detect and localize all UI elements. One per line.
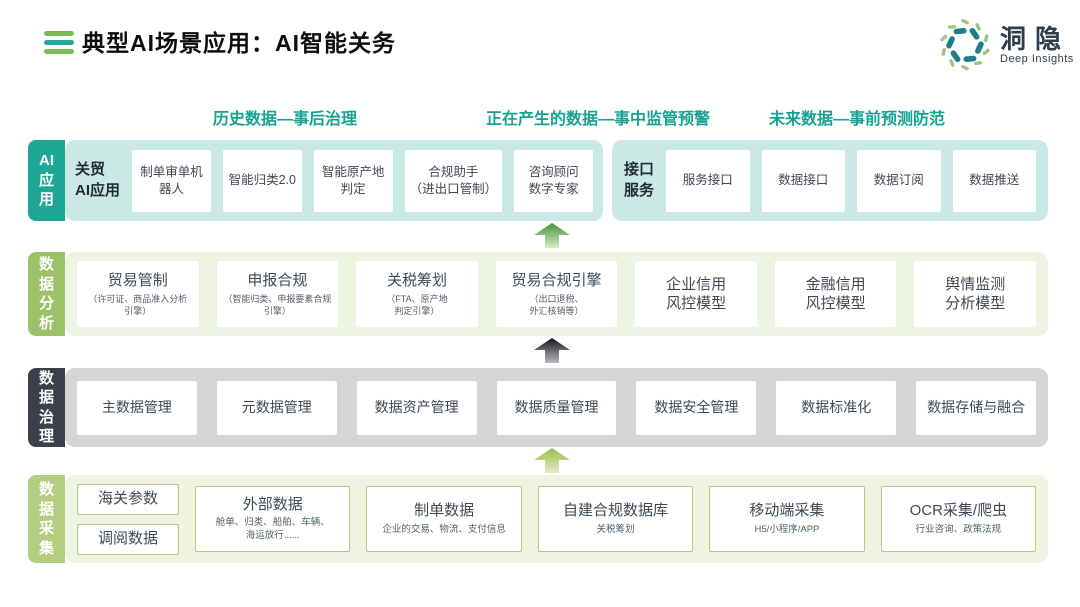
- box-data-standardization: 数据标准化: [776, 380, 897, 435]
- box-master-data-mgmt: 主数据管理: [77, 380, 197, 435]
- arrow-up-green-icon: [534, 223, 570, 248]
- logo-swirl-icon: [940, 19, 990, 71]
- box-document-data: 制单数据 企业的交易、物流、支付信息: [366, 486, 522, 552]
- row-ai-application: AI 应 用 关贸 AI应用 制单审单机 器人 智能归类2.0 智能原产地 判定…: [28, 140, 1048, 221]
- box-customs-parameters: 海关参数: [77, 483, 179, 515]
- group-customs-ai: 关贸 AI应用 制单审单机 器人 智能归类2.0 智能原产地 判定 合规助手 （…: [65, 140, 603, 221]
- box-smart-classification: 智能归类2.0: [222, 149, 302, 212]
- row-tab-data-collection: 数 据 采 集: [28, 475, 65, 563]
- box-data-quality-mgmt: 数据质量管理: [496, 380, 617, 435]
- brand-name: 洞隐: [1000, 23, 1071, 54]
- box-external-data: 外部数据 舱单、归类、船舶、车辆、 海运放行......: [195, 486, 351, 552]
- box-origin-determination: 智能原产地 判定: [313, 149, 393, 212]
- group-interface-services: 接口 服务 服务接口 数据接口 数据订阅 数据推送: [612, 140, 1048, 221]
- box-data-storage-fusion: 数据存储与融合: [916, 380, 1037, 435]
- box-data-security-mgmt: 数据安全管理: [636, 380, 757, 435]
- row-data-collection: 数 据 采 集 海关参数 调阅数据 外部数据 舱单、归类、船舶、车辆、 海运放行…: [28, 475, 1048, 563]
- page-title: 典型AI场景应用：AI智能关务: [82, 30, 396, 56]
- box-data-push: 数据推送: [952, 149, 1037, 212]
- arrow-up-dark-icon: [534, 338, 570, 363]
- timeline-header-realtime: 正在产生的数据—事中监管预警: [485, 111, 710, 128]
- box-sentiment-monitoring-model: 舆情监测 分析模型: [914, 261, 1037, 327]
- box-trade-compliance-engine: 贸易合规引擎 （出口退税、 外汇核销等）: [495, 261, 618, 327]
- box-metadata-mgmt: 元数据管理: [216, 380, 337, 435]
- box-mobile-collection: 移动端采集 H5/小程序/APP: [709, 486, 865, 552]
- box-digital-consultant: 咨询顾问 数字专家: [514, 149, 594, 212]
- brand-logo: 洞隐 Deep Insights: [938, 18, 1074, 72]
- row-tab-data-governance: 数 据 治 理: [28, 368, 65, 447]
- box-retrieved-data: 调阅数据: [77, 523, 179, 555]
- brand-subtitle: Deep Insights: [1000, 53, 1074, 66]
- timeline-header-future: 未来数据—事前预测防范: [768, 111, 945, 128]
- box-service-interface: 服务接口: [666, 149, 750, 212]
- timeline-header-history: 历史数据—事后治理: [212, 111, 357, 128]
- box-ocr-crawler: OCR采集/爬虫 行业咨询、政策法规: [880, 486, 1037, 552]
- group-label-interface-services: 接口 服务: [624, 161, 655, 199]
- box-compliance-assistant: 合规助手 （进出口管制）: [404, 149, 503, 212]
- row-tab-data-analysis: 数 据 分 析: [28, 252, 65, 336]
- row-tab-ai-application: AI 应 用: [28, 140, 65, 221]
- row-data-governance: 数 据 治 理 主数据管理 元数据管理 数据资产管理 数据质量管理 数据安全管理…: [28, 368, 1048, 447]
- group-data-collection: 海关参数 调阅数据 外部数据 舱单、归类、船舶、车辆、 海运放行...... 制…: [65, 475, 1048, 563]
- row-data-analysis: 数 据 分 析 贸易管制 （许可证、商品准入分析 引擎） 申报合规 （智能归类、…: [28, 252, 1048, 336]
- box-data-asset-mgmt: 数据资产管理: [356, 380, 477, 435]
- group-data-analysis: 贸易管制 （许可证、商品准入分析 引擎） 申报合规 （智能归类、申报要素合规 引…: [65, 252, 1048, 336]
- group-data-governance: 主数据管理 元数据管理 数据资产管理 数据质量管理 数据安全管理 数据标准化 数…: [65, 368, 1048, 447]
- box-doc-review-robot: 制单审单机 器人: [132, 149, 211, 212]
- group-label-customs-ai: 关贸 AI应用: [75, 161, 121, 199]
- box-financial-credit-risk-model: 金融信用 风控模型: [774, 261, 897, 327]
- arrow-up-yellow-green-icon: [534, 448, 570, 473]
- box-trade-control: 贸易管制 （许可证、商品准入分析 引擎）: [77, 261, 199, 327]
- stack-customs-params: 海关参数 调阅数据: [77, 483, 179, 555]
- box-enterprise-credit-risk-model: 企业信用 风控模型: [635, 261, 757, 327]
- box-data-interface: 数据接口: [761, 149, 846, 212]
- box-tariff-planning: 关税筹划 （FTA、原产地 判定引擎）: [356, 261, 478, 327]
- title-marker-icon: [44, 31, 74, 54]
- box-data-subscription: 数据订阅: [857, 149, 941, 212]
- box-self-built-compliance-db: 自建合规数据库 关税筹划: [537, 486, 694, 552]
- box-declaration-compliance: 申报合规 （智能归类、申报要素合规 引擎）: [216, 261, 339, 327]
